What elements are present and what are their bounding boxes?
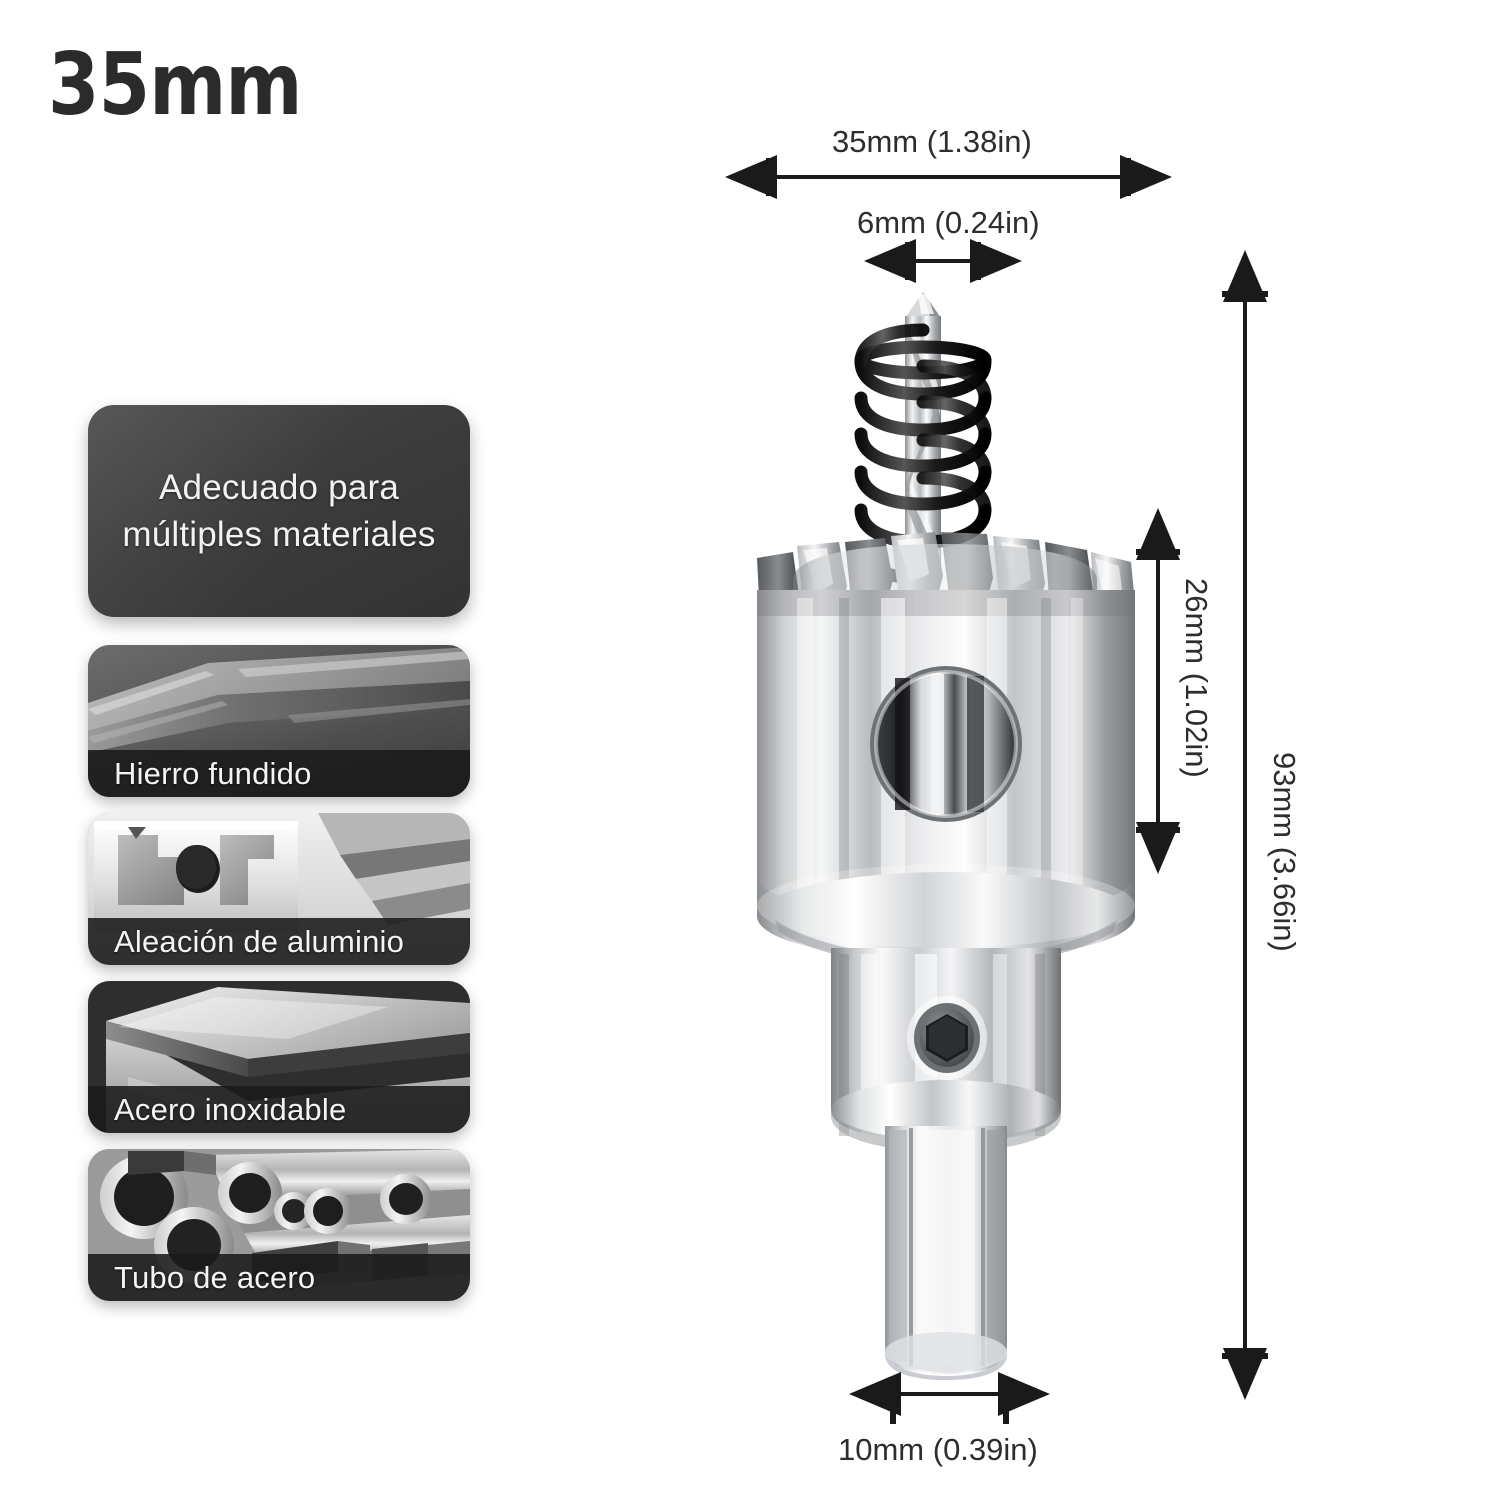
arbor-collar	[831, 948, 1061, 1152]
hole-saw-cutter-illustration	[735, 280, 1155, 1390]
dimension-label-pilot-diameter: 6mm (0.24in)	[857, 205, 1040, 240]
material-card-steel-pipe-caption: Tubo de acero	[88, 1254, 470, 1301]
dimension-label-cutting-depth: 26mm (1.02in)	[1179, 578, 1214, 778]
dimension-label-total-length: 93mm (3.66in)	[1267, 752, 1302, 952]
dimension-line-outer-diameter	[725, 155, 1172, 199]
material-card-stainless-steel[interactable]: Acero inoxidable	[88, 981, 470, 1133]
material-label: Aleación de aluminio	[114, 923, 405, 959]
material-card-aluminum-alloy-caption: Aleación de aluminio	[88, 918, 470, 965]
multi-material-callout: Adecuado para múltiples materiales	[88, 405, 470, 617]
dimension-label-outer-diameter: 35mm (1.38in)	[832, 124, 1032, 159]
chip-ejection-hole	[870, 666, 1022, 822]
material-label: Hierro fundido	[114, 755, 312, 791]
cutter-body	[757, 590, 1135, 968]
material-card-cast-iron[interactable]: Hierro fundido	[88, 645, 470, 797]
dimension-label-shank-diameter: 10mm (0.39in)	[838, 1432, 1038, 1467]
dimension-line-total-length	[1222, 250, 1268, 1400]
material-card-steel-pipe[interactable]: Tubo de acero	[88, 1149, 470, 1301]
material-card-stainless-steel-caption: Acero inoxidable	[88, 1086, 470, 1133]
dimension-line-shank-diameter	[849, 1372, 1050, 1424]
multi-material-callout-label: Adecuado para múltiples materiales	[122, 467, 436, 554]
hex-shank	[885, 1126, 1007, 1380]
material-thumbnail-list: Hierro fundido	[88, 645, 470, 1301]
page-title: 35mm	[48, 35, 302, 135]
material-label: Acero inoxidable	[114, 1091, 347, 1127]
material-card-aluminum-alloy[interactable]: Aleación de aluminio	[88, 813, 470, 965]
material-label: Tubo de acero	[114, 1259, 316, 1295]
hex-set-screw	[907, 996, 987, 1080]
features-panel: Adecuado para múltiples materiales	[88, 405, 470, 1301]
material-card-cast-iron-caption: Hierro fundido	[88, 750, 470, 797]
dimension-line-pilot-diameter	[864, 239, 1022, 283]
